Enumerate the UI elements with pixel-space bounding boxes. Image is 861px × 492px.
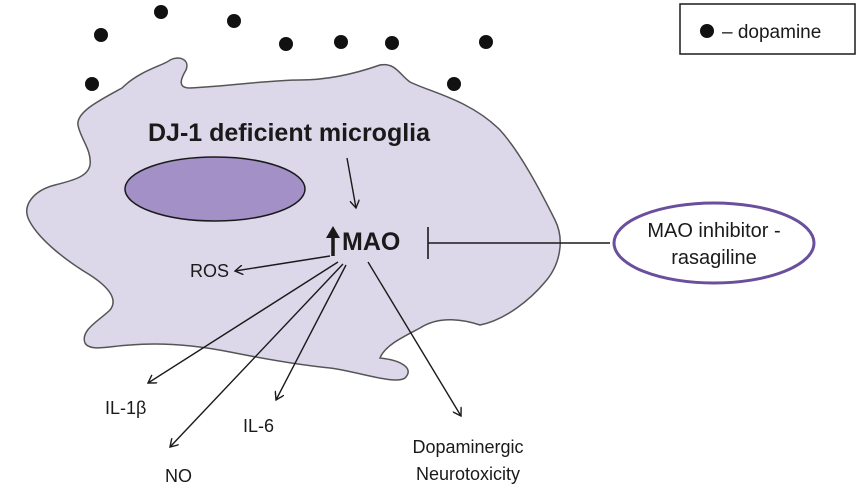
no-label: NO [165,466,192,486]
mao-inhibitor: MAO inhibitor - rasagiline [612,201,816,285]
neurotoxicity-label-line2: Neurotoxicity [416,464,520,484]
dopamine-dot [447,77,461,91]
arrow-to-ros [235,255,331,271]
legend-label: – dopamine [722,22,821,43]
ros-label: ROS [190,261,229,281]
legend: – dopamine [679,3,856,55]
legend-dopamine-dot [700,24,714,38]
nucleus [124,156,306,222]
title-to-mao-arrow [346,157,356,208]
dopamine-dot [334,35,348,49]
cell-title: DJ-1 deficient microglia [148,119,431,147]
arrow-to-il1b [148,261,339,383]
dopamine-dot [85,77,99,91]
up-arrow-icon [326,226,340,256]
dopamine-dot [385,36,399,50]
dopamine-dot [279,37,293,51]
mao-inhibitor-oval [612,201,816,285]
arrow-to-no [170,263,344,447]
il6-label: IL-6 [243,416,274,436]
microglia-cell-body [26,57,561,381]
il1b-label: IL-1β [105,398,146,418]
mao-inhibitor-line2: rasagiline [671,247,757,269]
arrow-to-neurotoxicity [367,261,461,416]
inhibition-line [427,227,610,259]
output-arrows [148,255,461,447]
dopamine-dot [154,5,168,19]
dopamine-dot [479,35,493,49]
dopamine-dot [227,14,241,28]
arrow-to-il6 [276,264,347,400]
dopamine-dots [85,5,493,91]
mao-label: MAO [342,228,400,256]
neurotoxicity-label-line1: Dopaminergic [412,437,523,457]
mao-inhibitor-line1: MAO inhibitor - [647,220,780,242]
dopamine-dot [94,28,108,42]
